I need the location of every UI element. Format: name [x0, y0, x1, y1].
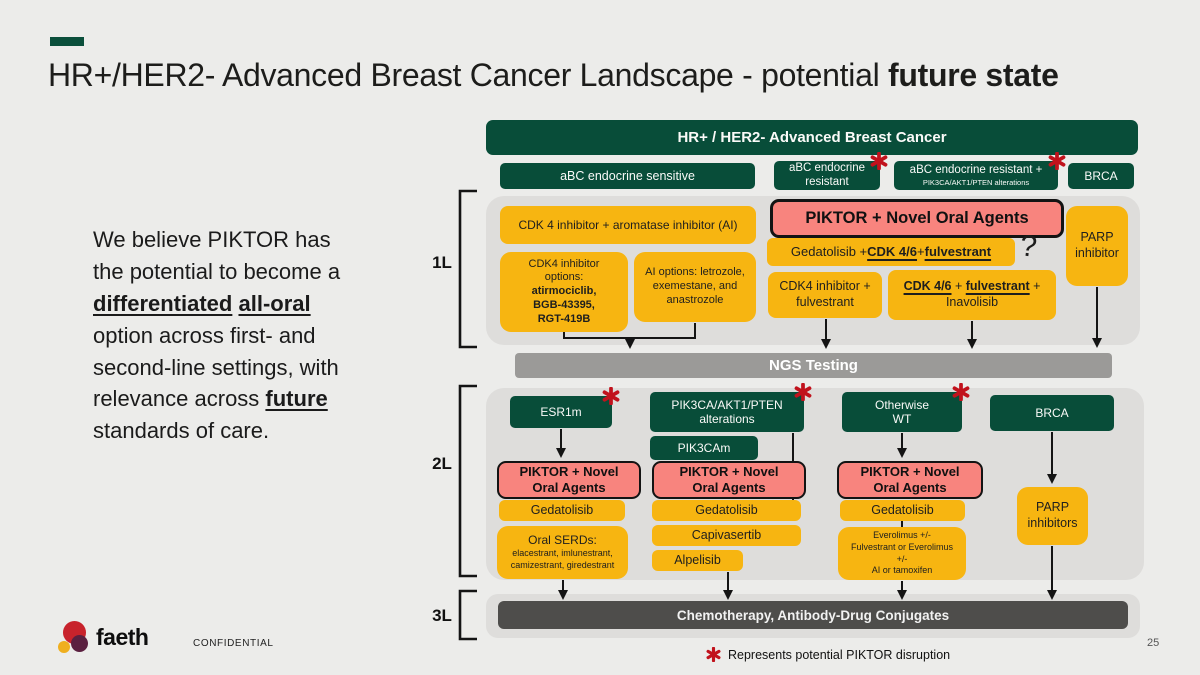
gedatolisib-box: Gedatolisib [840, 500, 965, 521]
title-bold: future state [887, 57, 1059, 93]
piktor-novel-oral-2l-box: PIKTOR + Novel Oral Agents [837, 461, 983, 499]
logo-circle-yellow [58, 641, 70, 653]
pik3ca-alterations-box: PIK3CA/AKT1/PTEN alterations [650, 383, 812, 432]
piktor-novel-oral-1l-box: PIKTOR + Novel Oral Agents [770, 199, 1064, 238]
esr1m-label: ESR1m [540, 404, 582, 419]
logo-circle-plum [71, 635, 88, 652]
disruption-asterisk-icon [794, 383, 812, 401]
alpelisib-box: Alpelisib [652, 550, 743, 571]
oral-serds-drugs: elacestrant, imlunestrant, camizestrant,… [510, 548, 615, 570]
title-regular: HR+/HER2- Advanced Breast Cancer Landsca… [48, 57, 888, 93]
intro-differentiated: differentiated [93, 290, 233, 316]
combo-cdk46: CDK 4/6 [903, 279, 952, 294]
everolimus-combo-box: Everolimus +/- Fulvestrant or Everolimus… [838, 527, 966, 580]
disruption-asterisk-icon [602, 387, 620, 405]
cdk4-fulvestrant-box: CDK4 inhibitor + fulvestrant [768, 272, 882, 318]
question-mark: ? [1018, 229, 1039, 264]
brca-2l-box: BRCA [990, 395, 1114, 431]
cohort-resistant-alt-line1: aBC endocrine resistant + [909, 164, 1043, 177]
cohort-resistant-alterations-box: aBC endocrine resistant + PIK3CA/AKT1/PT… [894, 152, 1066, 190]
disruption-asterisk-icon [952, 383, 970, 401]
cdk4-options-drugs: atirmociclib, BGB-43395, RGT-419B [531, 285, 597, 325]
disruption-legend: Represents potential PIKTOR disruption [706, 647, 950, 662]
gedatolisib-box: Gedatolisib [652, 500, 801, 521]
faeth-logo-icon [57, 620, 97, 660]
ai-options-box: AI options: letrozole, exemestane, and a… [634, 252, 756, 322]
disruption-asterisk-icon [706, 647, 721, 662]
cohort-resistant-label: aBC endocrine resistant [788, 161, 866, 188]
cohort-endocrine-resistant-box: aBC endocrine resistant [774, 152, 888, 190]
chemotherapy-adc-bar: Chemotherapy, Antibody-Drug Conjugates [498, 601, 1128, 629]
parp-inhibitors-2l-box: PARP inhibitors [1017, 487, 1088, 545]
page-title: HR+/HER2- Advanced Breast Cancer Landsca… [48, 57, 1059, 94]
cdk4-options-box: CDK4 inhibitor options: atirmociclib, BG… [500, 252, 628, 332]
intro-paragraph: We believe PIKTOR has the potential to b… [93, 224, 393, 447]
otherwise-wt-box: Otherwise WT [842, 383, 970, 432]
oral-serds-label: Oral SERDs: [528, 533, 597, 548]
piktor-novel-oral-2l-box: PIKTOR + Novel Oral Agents [652, 461, 806, 499]
oral-serds-box: Oral SERDs: elacestrant, imlunestrant, c… [497, 526, 628, 579]
bracket-2l [458, 384, 477, 578]
brand-name: faeth [96, 624, 149, 650]
cohort-endocrine-sensitive-box: aBC endocrine sensitive [500, 163, 755, 189]
intro-all-oral: all-oral [238, 290, 311, 316]
parp-inhibitor-1l-box: PARP inhibitor [1066, 206, 1128, 286]
cdk46-inavolisib-box: CDK 4/6 + fulvestrant + Inavolisib [888, 270, 1056, 320]
intro-seg: option across first- and second-line set… [93, 322, 339, 412]
intro-future: future [265, 386, 328, 412]
intro-seg: We believe PIKTOR has the potential to b… [93, 227, 341, 284]
pik3ca-alterations-label: PIK3CA/AKT1/PTEN alterations [671, 397, 783, 426]
combo-part: + [951, 279, 966, 294]
label-3l: 3L [432, 606, 452, 625]
esr1m-box: ESR1m [510, 387, 620, 428]
gedatolisib-box: Gedatolisib [499, 500, 625, 521]
cohort-resistant-alt-line2: PIK3CA/AKT1/PTEN alterations [922, 177, 1030, 187]
cdk46-line2: Inavolisib [945, 295, 999, 309]
header-hr-her2-box: HR+ / HER2- Advanced Breast Cancer [486, 120, 1138, 155]
gedatolisib-combo-box: Gedatolisib + CDK 4/6 + fulvestrant [767, 238, 1015, 266]
label-2l: 2L [432, 454, 452, 473]
cdk46-line1: CDK 4/6 + fulvestrant + [904, 279, 1041, 295]
disruption-asterisk-icon [1048, 152, 1066, 170]
otherwise-wt-label: Otherwise WT [874, 397, 930, 426]
ngs-testing-bar: NGS Testing [515, 353, 1112, 378]
combo-cdk46: CDK 4/6 [867, 243, 918, 259]
capivasertib-box: Capivasertib [652, 525, 801, 546]
combo-part: Gedatolisib + [790, 243, 868, 259]
page-number: 25 [1147, 637, 1160, 649]
disruption-asterisk-icon [870, 152, 888, 170]
cohort-brca-box: BRCA [1068, 163, 1134, 189]
confidential-label: CONFIDENTIAL [193, 638, 274, 649]
combo-part: + [917, 243, 925, 259]
bracket-3l [458, 589, 477, 641]
label-1l: 1L [432, 253, 452, 272]
piktor-novel-oral-2l-box: PIKTOR + Novel Oral Agents [497, 461, 641, 499]
combo-part: + [1029, 279, 1041, 294]
accent-dash [50, 37, 84, 46]
legend-text: Represents potential PIKTOR disruption [728, 647, 951, 662]
cdk4-ai-box: CDK 4 inhibitor + aromatase inhibitor (A… [500, 206, 756, 244]
intro-seg: standards of care. [93, 418, 270, 444]
combo-fulvestrant: fulvestrant [924, 243, 992, 259]
bracket-1l [458, 189, 477, 349]
combo-fulvestrant: fulvestrant [965, 279, 1030, 294]
pik3cam-box: PIK3CAm [650, 436, 758, 460]
cdk4-options-label: CDK4 inhibitor options: [528, 257, 600, 284]
